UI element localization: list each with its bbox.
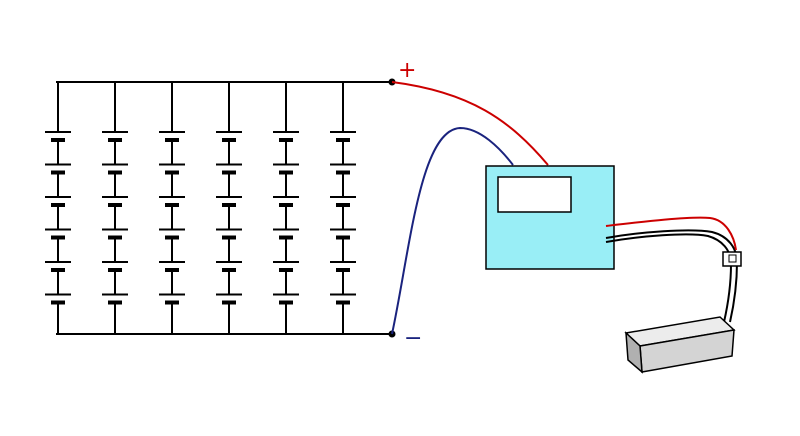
battery-cell-icon xyxy=(273,196,299,207)
negative-label: − xyxy=(404,326,422,351)
connector-icon xyxy=(722,251,742,267)
battery-cell-icon xyxy=(330,261,356,272)
battery-cell-icon xyxy=(273,228,299,240)
probe-cable-red xyxy=(605,216,737,251)
positive-wire xyxy=(391,81,549,166)
battery-cell-icon xyxy=(216,131,242,142)
battery-cell-icon xyxy=(159,261,185,272)
battery-columns xyxy=(45,82,356,334)
battery-cell-icon xyxy=(273,163,299,175)
battery-column xyxy=(330,82,356,334)
battery-cell-icon xyxy=(102,293,128,305)
meter-display xyxy=(497,176,572,213)
battery-cell-icon xyxy=(45,163,71,175)
battery-cell-icon xyxy=(102,261,128,272)
battery-cell-icon xyxy=(273,261,299,272)
battery-cell-icon xyxy=(159,228,185,240)
battery-cell-icon xyxy=(330,196,356,207)
battery-column xyxy=(216,82,242,334)
battery-column xyxy=(102,82,128,334)
battery-cell-icon xyxy=(330,293,356,305)
battery-cell-icon xyxy=(330,131,356,142)
battery-cell-icon xyxy=(102,228,128,240)
battery-bank xyxy=(45,81,392,335)
battery-cell-icon xyxy=(216,261,242,272)
battery-cell-icon xyxy=(216,196,242,207)
battery-column xyxy=(159,82,185,334)
battery-cell-icon xyxy=(216,163,242,175)
battery-cell-icon xyxy=(102,196,128,207)
battery-cell-icon xyxy=(216,228,242,240)
battery-cell-icon xyxy=(330,228,356,240)
battery-cell-icon xyxy=(330,163,356,175)
negative-wire xyxy=(391,126,514,335)
battery-cell-icon xyxy=(102,163,128,175)
battery-cell-icon xyxy=(159,131,185,142)
battery-column xyxy=(45,82,71,334)
battery-cell-icon xyxy=(273,293,299,305)
probe-side-face xyxy=(625,331,643,374)
battery-cell-icon xyxy=(159,196,185,207)
battery-cell-icon xyxy=(102,131,128,142)
positive-label: + xyxy=(398,58,416,83)
battery-cell-icon xyxy=(45,228,71,240)
battery-column xyxy=(273,82,299,334)
battery-cell-icon xyxy=(45,293,71,305)
battery-cell-icon xyxy=(159,293,185,305)
battery-cell-icon xyxy=(273,131,299,142)
probe-icon xyxy=(624,316,736,374)
battery-cell-icon xyxy=(45,131,71,142)
battery-cell-icon xyxy=(45,196,71,207)
battery-cell-icon xyxy=(45,261,71,272)
multimeter-icon xyxy=(485,165,615,270)
battery-cell-icon xyxy=(216,293,242,305)
probe-cable-outline xyxy=(605,233,733,323)
probe-cable-black xyxy=(605,229,739,323)
battery-cell-icon xyxy=(159,163,185,175)
